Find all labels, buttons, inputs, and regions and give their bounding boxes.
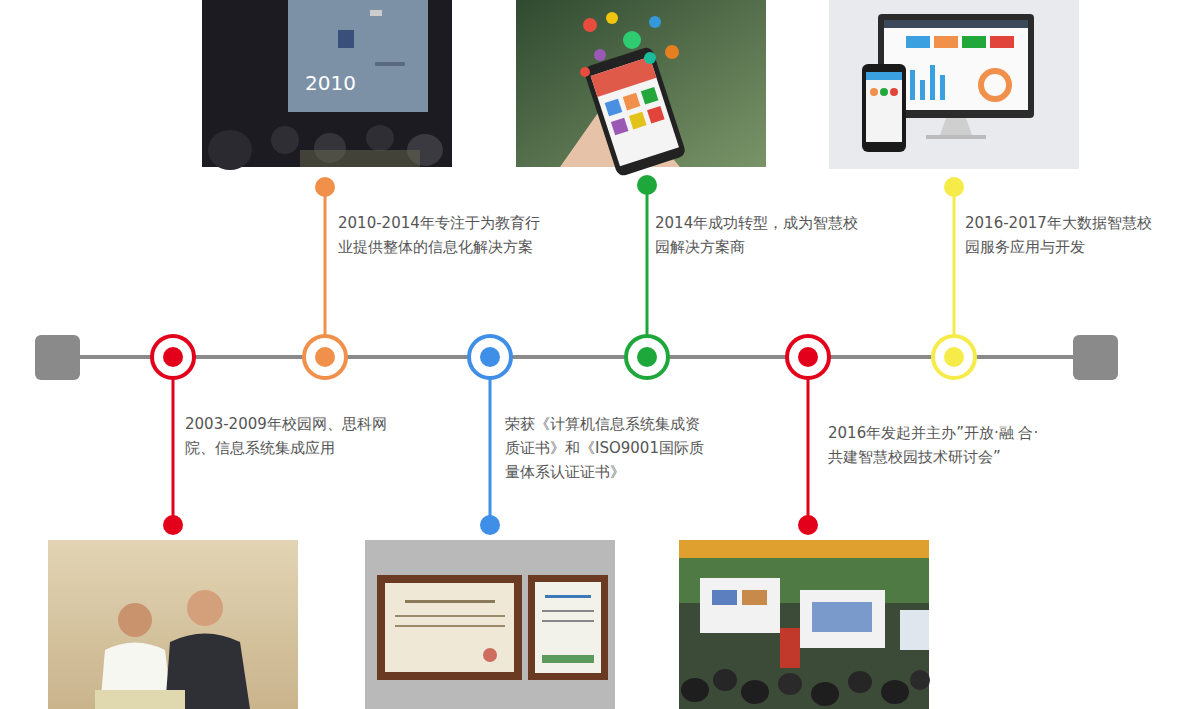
milestone-text: 2014年成功转型，成为智慧校 园解决方案商 xyxy=(655,211,885,259)
photo-smartphone xyxy=(516,0,766,177)
milestone-text: 2010-2014年专注于为教育行 业提供整体的信息化解决方案 xyxy=(338,211,578,259)
timeline-axis xyxy=(35,335,1118,380)
milestone-text: 2016年发起并主办”开放·融 合·共建智慧校园技术研讨会” xyxy=(828,421,1068,469)
photo-devices xyxy=(829,0,1079,169)
photo-caption: 2010 xyxy=(305,70,385,96)
milestone-stems xyxy=(163,175,964,535)
photo-seminar xyxy=(679,540,930,709)
milestone-markers xyxy=(152,336,975,378)
photo-presentation xyxy=(202,0,452,170)
milestone-text: 2003-2009年校园网、思科网 院、信息系统集成应用 xyxy=(185,412,415,460)
photo-award xyxy=(48,540,298,709)
milestone-text: 2016-2017年大数据智慧校 园服务应用与开发 xyxy=(965,211,1190,259)
photo-certificates xyxy=(365,540,615,709)
milestone-text: 荣获《计算机信息系统集成资 质证书》和《ISO9001国际质 量体系认证证书》 xyxy=(505,412,733,484)
